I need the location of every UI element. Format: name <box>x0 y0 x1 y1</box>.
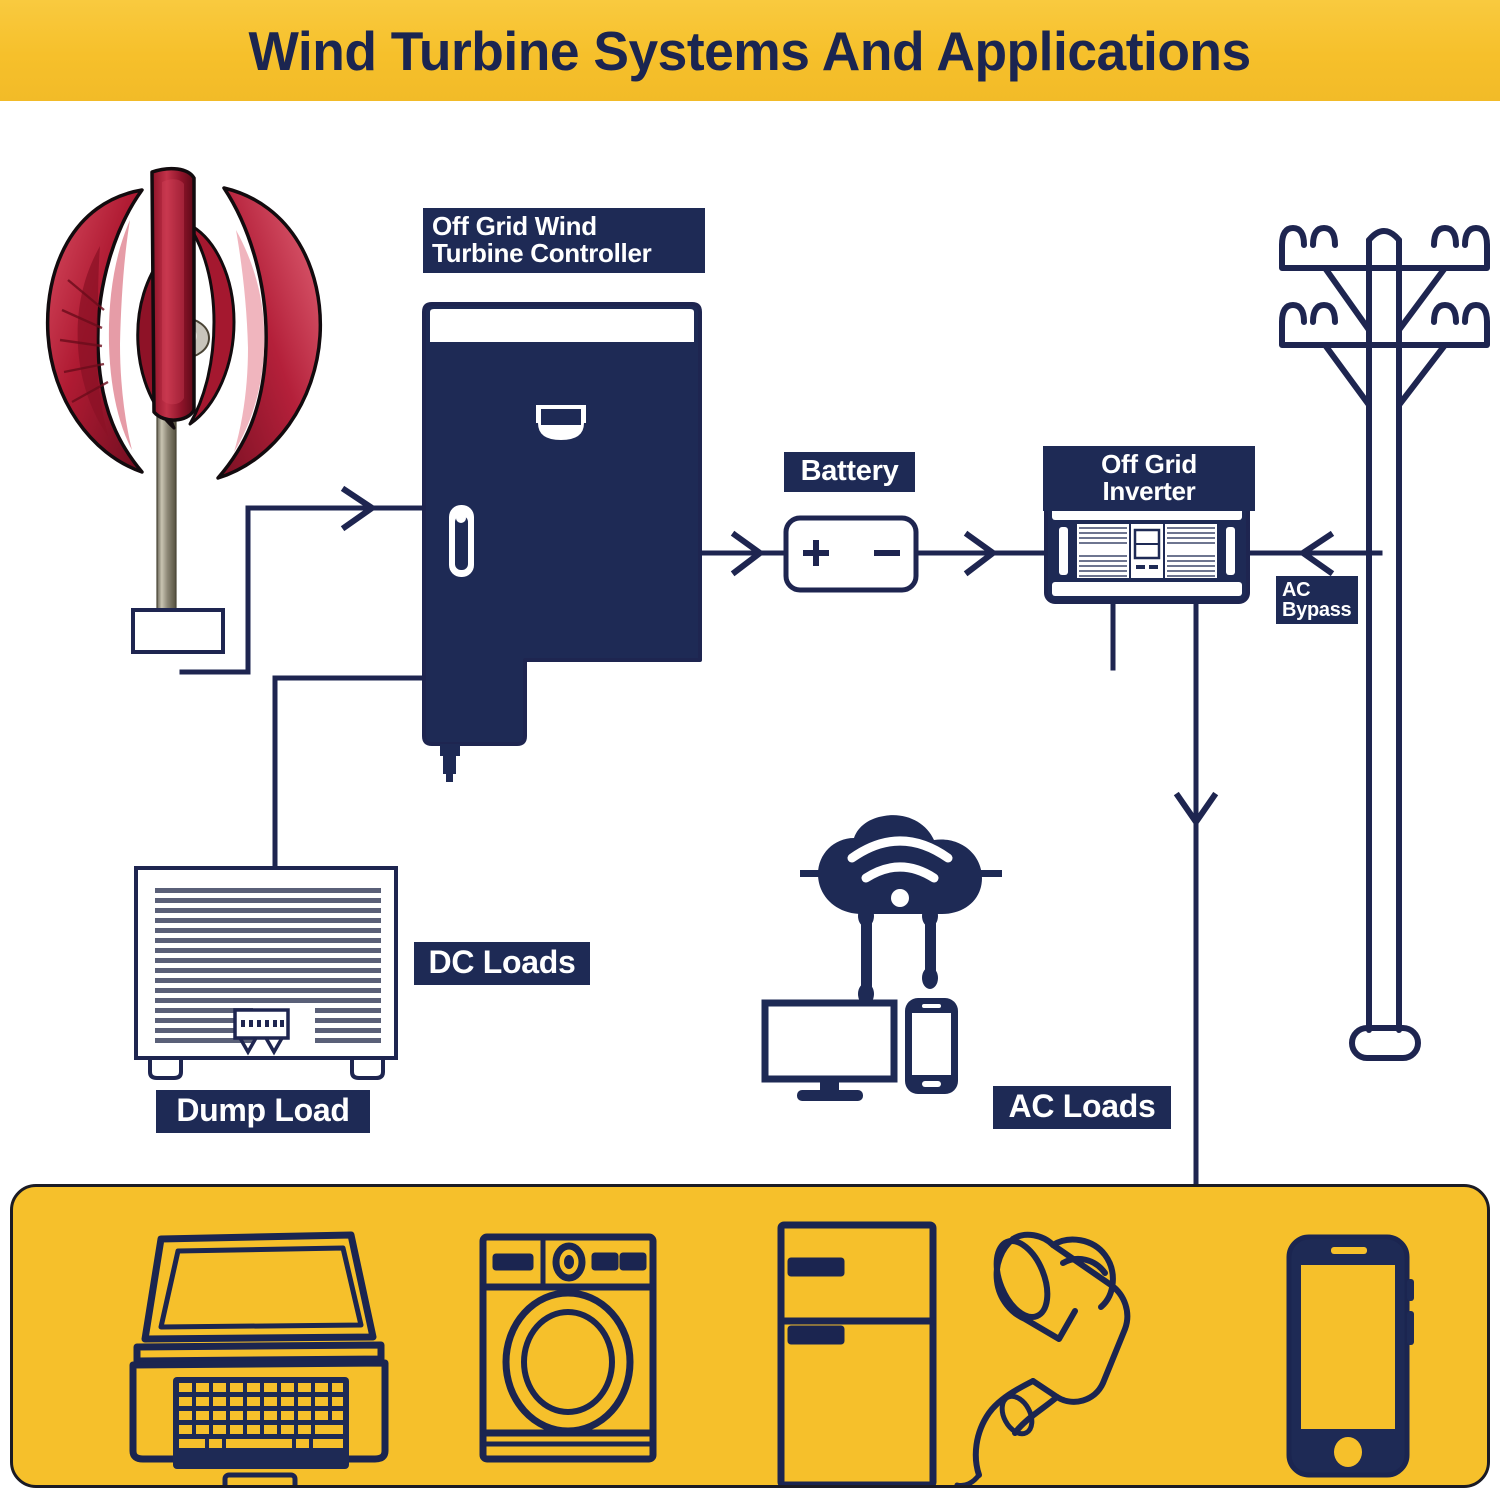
smartphone-icon <box>1286 1234 1414 1478</box>
utility-pole <box>1279 225 1490 1061</box>
label-dump-load: Dump Load <box>156 1090 370 1134</box>
label-dc-loads: DC Loads <box>414 942 590 986</box>
hair-dryer-icon <box>954 1231 1131 1485</box>
laptop-icon <box>129 1231 389 1485</box>
ac-loads-group <box>761 815 1002 1101</box>
label-battery: Battery <box>784 452 915 493</box>
wind-turbine <box>38 160 338 680</box>
dump-load-body <box>134 866 398 1080</box>
appliance-strip <box>10 1184 1490 1488</box>
washing-machine-icon <box>479 1233 657 1463</box>
title-banner: Wind Turbine Systems And Applications <box>0 0 1500 101</box>
page-title: Wind Turbine Systems And Applications <box>248 19 1252 82</box>
label-controller: Off Grid Wind Turbine Controller <box>423 208 705 274</box>
inverter-body <box>1044 498 1250 604</box>
label-ac-loads: AC Loads <box>993 1086 1171 1130</box>
refrigerator-icon <box>777 1221 937 1485</box>
label-ac-bypass: AC Bypass <box>1276 576 1358 624</box>
battery-body <box>783 515 919 593</box>
label-inverter: Off Grid Inverter <box>1043 446 1255 512</box>
charge-controller-body <box>422 302 702 782</box>
